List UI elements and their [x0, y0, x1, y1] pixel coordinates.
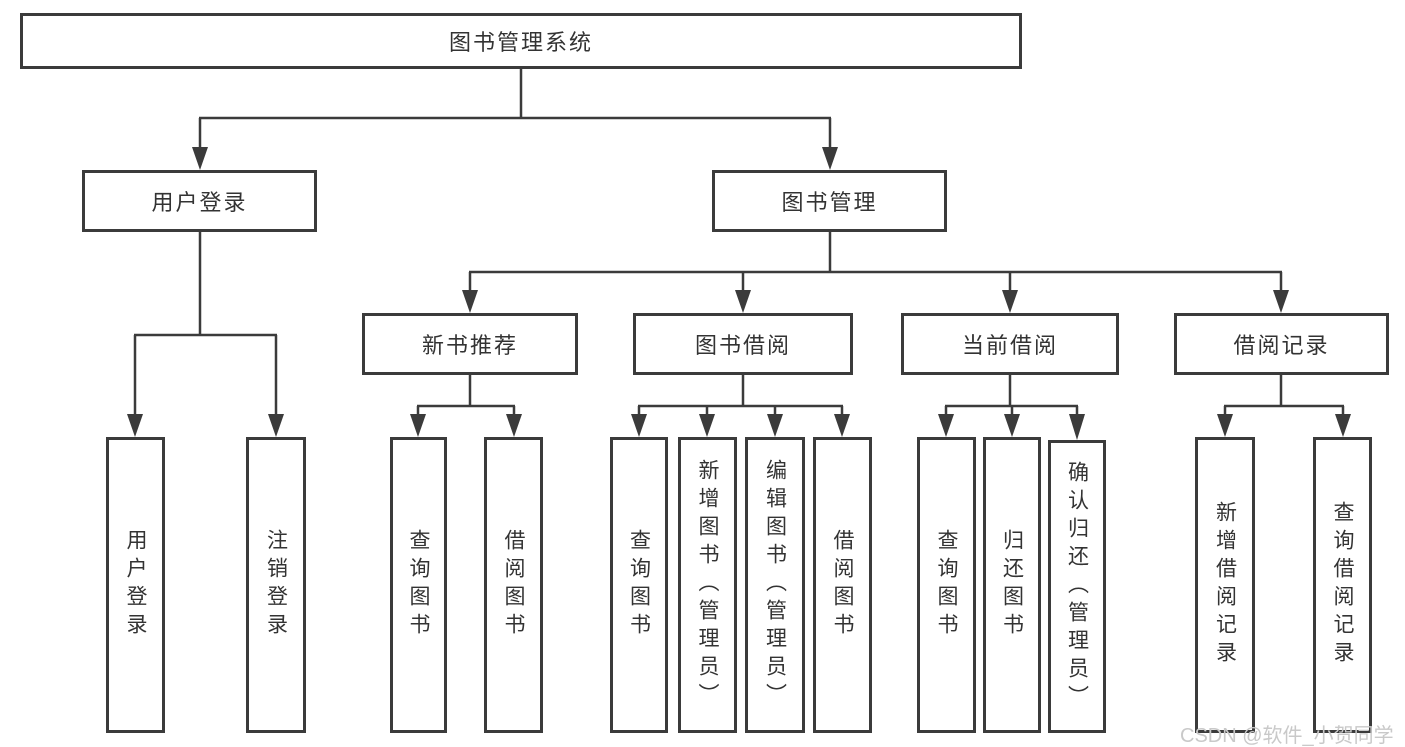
node-book-borrow: 图书借阅: [633, 313, 853, 375]
connector-newbook-to-leaves: [410, 375, 522, 437]
connector-root-to-level2: [192, 68, 838, 170]
leaf-query-book-borrow: 查询图书: [610, 437, 668, 733]
connector-bookborrow-to-leaves: [631, 375, 850, 437]
connector-bookmgmt-to-level3: [462, 232, 1289, 313]
watermark-text: CSDN @软件_小贺同学: [1180, 725, 1394, 747]
leaf-confirm-return-admin: 确认归还（管理员）: [1048, 440, 1106, 733]
leaf-query-book-recommend: 查询图书: [390, 437, 447, 733]
leaf-return-book: 归还图书: [983, 437, 1041, 733]
leaf-borrow-book: 借阅图书: [813, 437, 872, 733]
node-current-borrow: 当前借阅: [901, 313, 1119, 375]
connector-userlogin-to-leaves: [127, 232, 284, 437]
leaf-logout: 注销登录: [246, 437, 306, 733]
node-new-book-recommend: 新书推荐: [362, 313, 578, 375]
leaf-add-borrow-record: 新增借阅记录: [1195, 437, 1255, 733]
leaf-query-book-current: 查询图书: [917, 437, 976, 733]
node-root: 图书管理系统: [20, 13, 1022, 69]
connector-currentborrow-to-leaves: [938, 375, 1085, 440]
connector-borrowrecord-to-leaves: [1217, 375, 1351, 437]
node-borrow-record: 借阅记录: [1174, 313, 1389, 375]
node-user-login: 用户登录: [82, 170, 317, 232]
leaf-user-login: 用户登录: [106, 437, 165, 733]
leaf-borrow-book-recommend: 借阅图书: [484, 437, 543, 733]
node-book-management: 图书管理: [712, 170, 947, 232]
leaf-add-book-admin: 新增图书（管理员）: [678, 437, 737, 733]
leaf-edit-book-admin: 编辑图书（管理员）: [745, 437, 805, 733]
leaf-query-borrow-record: 查询借阅记录: [1313, 437, 1372, 733]
